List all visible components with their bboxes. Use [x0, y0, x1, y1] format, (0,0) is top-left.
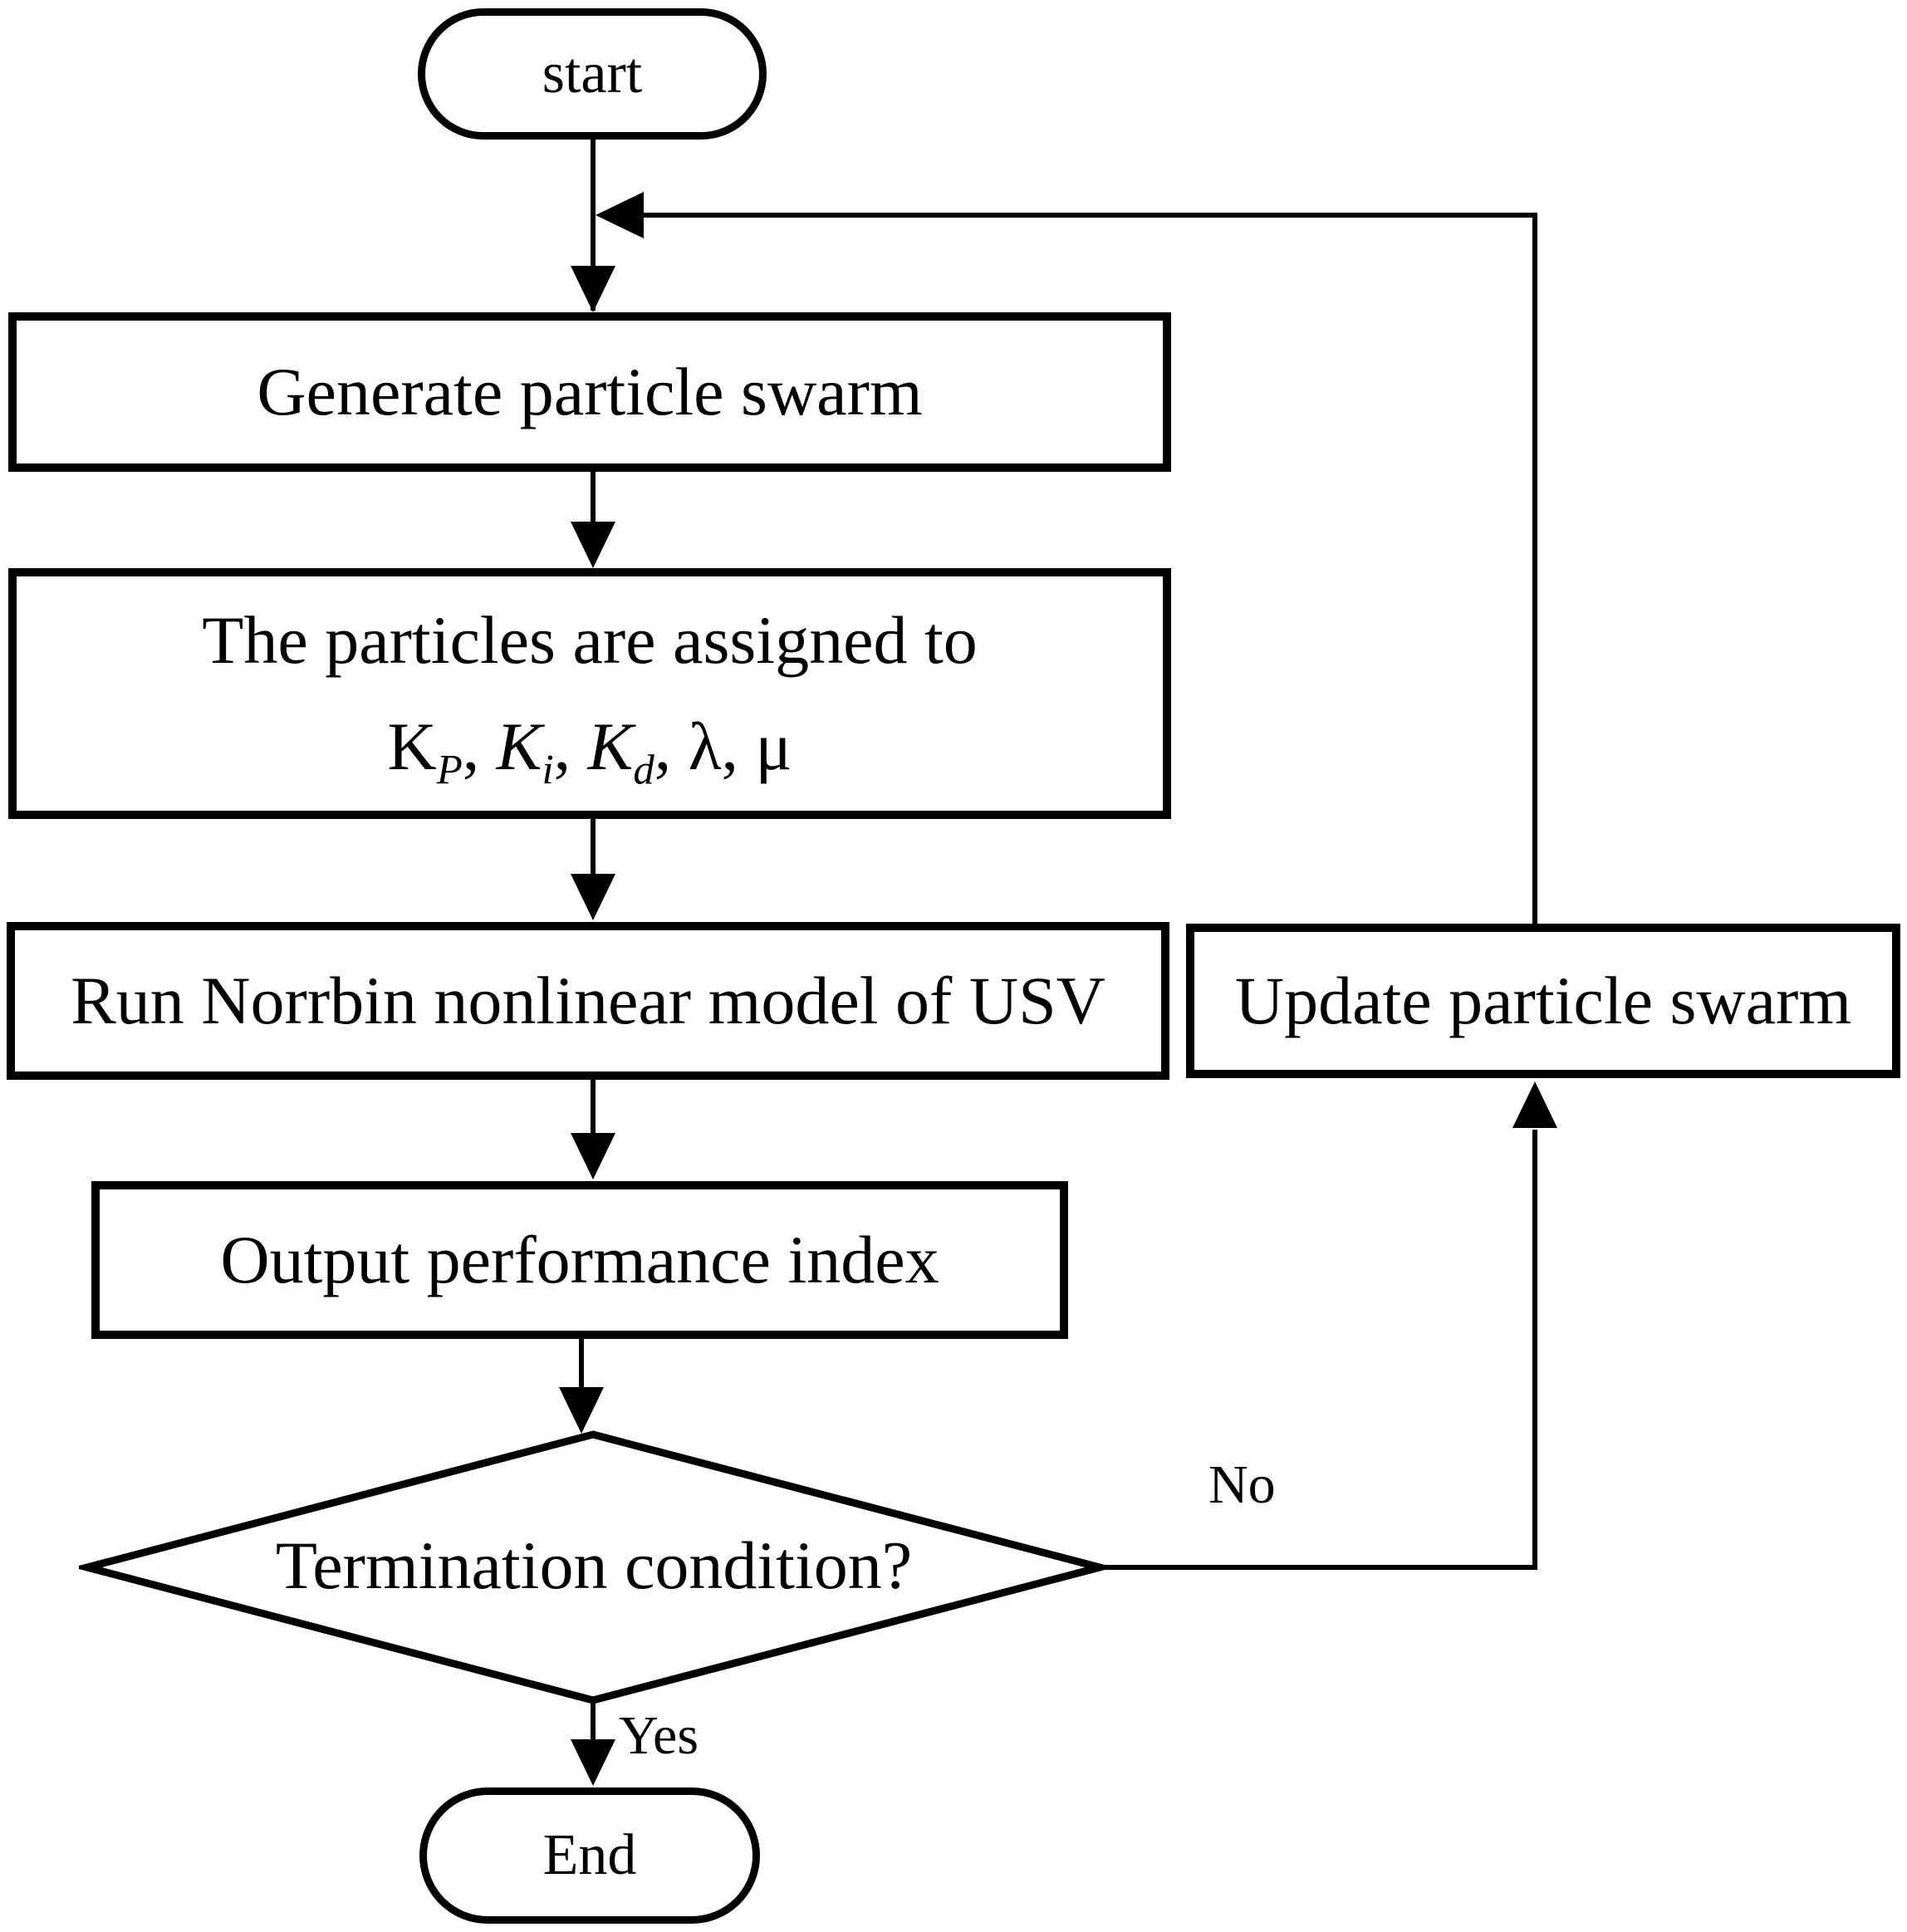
decision-label: Termination condition?: [275, 1527, 913, 1603]
param-kd-sub: d: [633, 746, 654, 793]
yes-branch-vertical: [591, 1700, 596, 1743]
param-separator: ,: [654, 709, 689, 784]
arrowhead-left-icon: [596, 192, 644, 238]
connector-generate-to-assign: [591, 472, 596, 525]
param-mu: μ: [755, 709, 792, 784]
feedback-line-horizontal: [641, 213, 1537, 218]
end-node: End: [419, 1787, 760, 1924]
arrowhead-up-icon: [1512, 1081, 1557, 1128]
update-particle-swarm-node: Update particle swarm: [1186, 924, 1900, 1078]
no-edge-label: No: [1208, 1454, 1276, 1515]
arrowhead-down-icon: [559, 1387, 604, 1434]
start-node: start: [418, 8, 767, 140]
param-kp-sub: P: [436, 746, 463, 793]
param-ki-base: K: [496, 709, 542, 784]
connector-start-to-generate: [591, 140, 596, 311]
particles-assigned-params: KP, Ki, Kd, λ, μ: [387, 704, 792, 793]
particles-assigned-node: The particles are assigned to KP, Ki, Kd…: [8, 568, 1171, 819]
param-kd-base: K: [587, 709, 634, 784]
param-separator: ,: [553, 709, 588, 784]
end-label: End: [542, 1823, 637, 1887]
param-ki-sub: i: [542, 746, 554, 793]
output-performance-label: Output performance index: [220, 1221, 939, 1297]
arrowhead-down-icon: [571, 522, 615, 568]
run-norrbin-model-label: Run Norrbin nonlinear model of USV: [71, 962, 1105, 1038]
connector-run-to-output: [591, 1080, 596, 1136]
arrowhead-down-icon: [571, 874, 615, 920]
param-kp-base: K: [387, 709, 437, 784]
generate-particle-swarm-label: Generate particle swarm: [257, 353, 923, 429]
start-label: start: [542, 42, 643, 105]
no-branch-horizontal: [1100, 1565, 1537, 1570]
feedback-line-vertical: [1532, 213, 1537, 924]
param-separator: ,: [462, 709, 497, 784]
no-branch-vertical: [1532, 1130, 1537, 1567]
arrowhead-down-icon: [571, 266, 615, 312]
param-separator: ,: [721, 709, 756, 784]
arrowhead-down-icon: [571, 1133, 615, 1179]
arrowhead-down-icon: [571, 1739, 615, 1786]
update-particle-swarm-label: Update particle swarm: [1234, 962, 1852, 1038]
param-lambda: λ: [688, 709, 722, 784]
run-norrbin-model-node: Run Norrbin nonlinear model of USV: [7, 922, 1169, 1080]
yes-edge-label: Yes: [619, 1705, 699, 1766]
particles-assigned-line1: The particles are assigned to: [202, 601, 978, 678]
generate-particle-swarm-node: Generate particle swarm: [8, 312, 1171, 472]
connector-assign-to-run: [591, 819, 596, 875]
connector-output-to-decision: [579, 1339, 584, 1390]
output-performance-node: Output performance index: [91, 1181, 1068, 1339]
